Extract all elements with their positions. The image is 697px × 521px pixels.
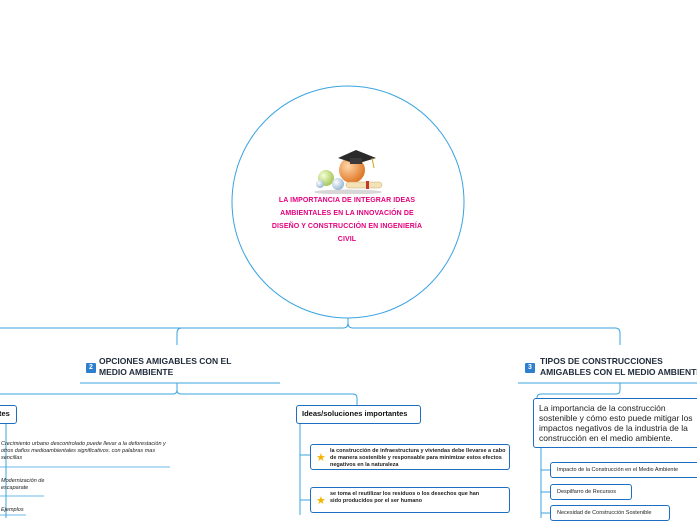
subtopic-box-importancia[interactable]: La importancia de la construcción sosten… [533,398,697,448]
branch-title-line-1: OPCIONES AMIGABLES CON EL [99,356,232,366]
subtopic-box-ideas[interactable]: Ideas/soluciones importantes [296,405,421,424]
branch-number-badge: 3 [525,363,535,373]
branch-title-line-1: TIPOS DE CONSTRUCCIONES [540,356,663,366]
idea-card[interactable]: ★ la construcción de infraestructura y v… [310,444,510,470]
idea-card[interactable]: ★ se toma el reutilizar los residuos o l… [310,487,510,513]
root-topic-title[interactable]: LA IMPORTANCIA DE INTEGRAR IDEAS AMBIENT… [262,194,432,246]
root-title-line-1: LA IMPORTANCIA DE INTEGRAR IDEAS [278,197,416,204]
star-icon: ★ [316,452,326,464]
leaf-text[interactable]: Modernización de escaparate [1,478,45,491]
branch-title-tipos[interactable]: TIPOS DE CONSTRUCCIONES AMIGABLES CON EL… [540,356,697,378]
leaf-box[interactable]: Despilfarro de Recursos [550,484,632,500]
star-icon: ★ [316,495,326,507]
root-title-line-3: DISEÑO Y CONSTRUCCIÓN EN INGENIERÍA CIVI… [271,223,423,243]
graduation-illustration [314,150,383,194]
subtopic-label: Ideas/soluciones importantes [302,409,408,418]
leaf-box[interactable]: Impacto de la Construcción en el Medio A… [550,462,697,478]
root-title-line-2: AMBIENTALES EN LA INNOVACIÓN DE [280,210,414,217]
branch-title-line-2: MEDIO AMBIENTE [99,367,174,377]
branch-number-badge: 2 [86,363,96,373]
subtopic-label: tes [0,409,10,418]
idea-text: se toma el reutilizar los residuos o los… [330,491,480,504]
idea-text: la construcción de infraestructura y viv… [330,448,506,468]
leaf-text: Impacto de la Construcción en el Medio A… [557,467,679,473]
branch-title-opciones[interactable]: OPCIONES AMIGABLES CON EL MEDIO AMBIENTE [99,356,231,378]
subtopic-label: La importancia de la construcción sosten… [539,403,693,443]
leaf-text: Necesidad de Construcción Sostenible [557,510,652,516]
leaf-text[interactable]: Crecimiento urbano descontrolado puede l… [1,441,166,461]
leaf-box[interactable]: Necesidad de Construcción Sostenible [550,505,670,521]
leaf-text[interactable]: Ejemplos [1,507,24,513]
branch-title-line-2: AMIGABLES CON EL MEDIO AMBIENTE [540,367,697,377]
leaf-text: Despilfarro de Recursos [557,489,616,495]
subtopic-box-partial[interactable]: tes [0,405,17,424]
